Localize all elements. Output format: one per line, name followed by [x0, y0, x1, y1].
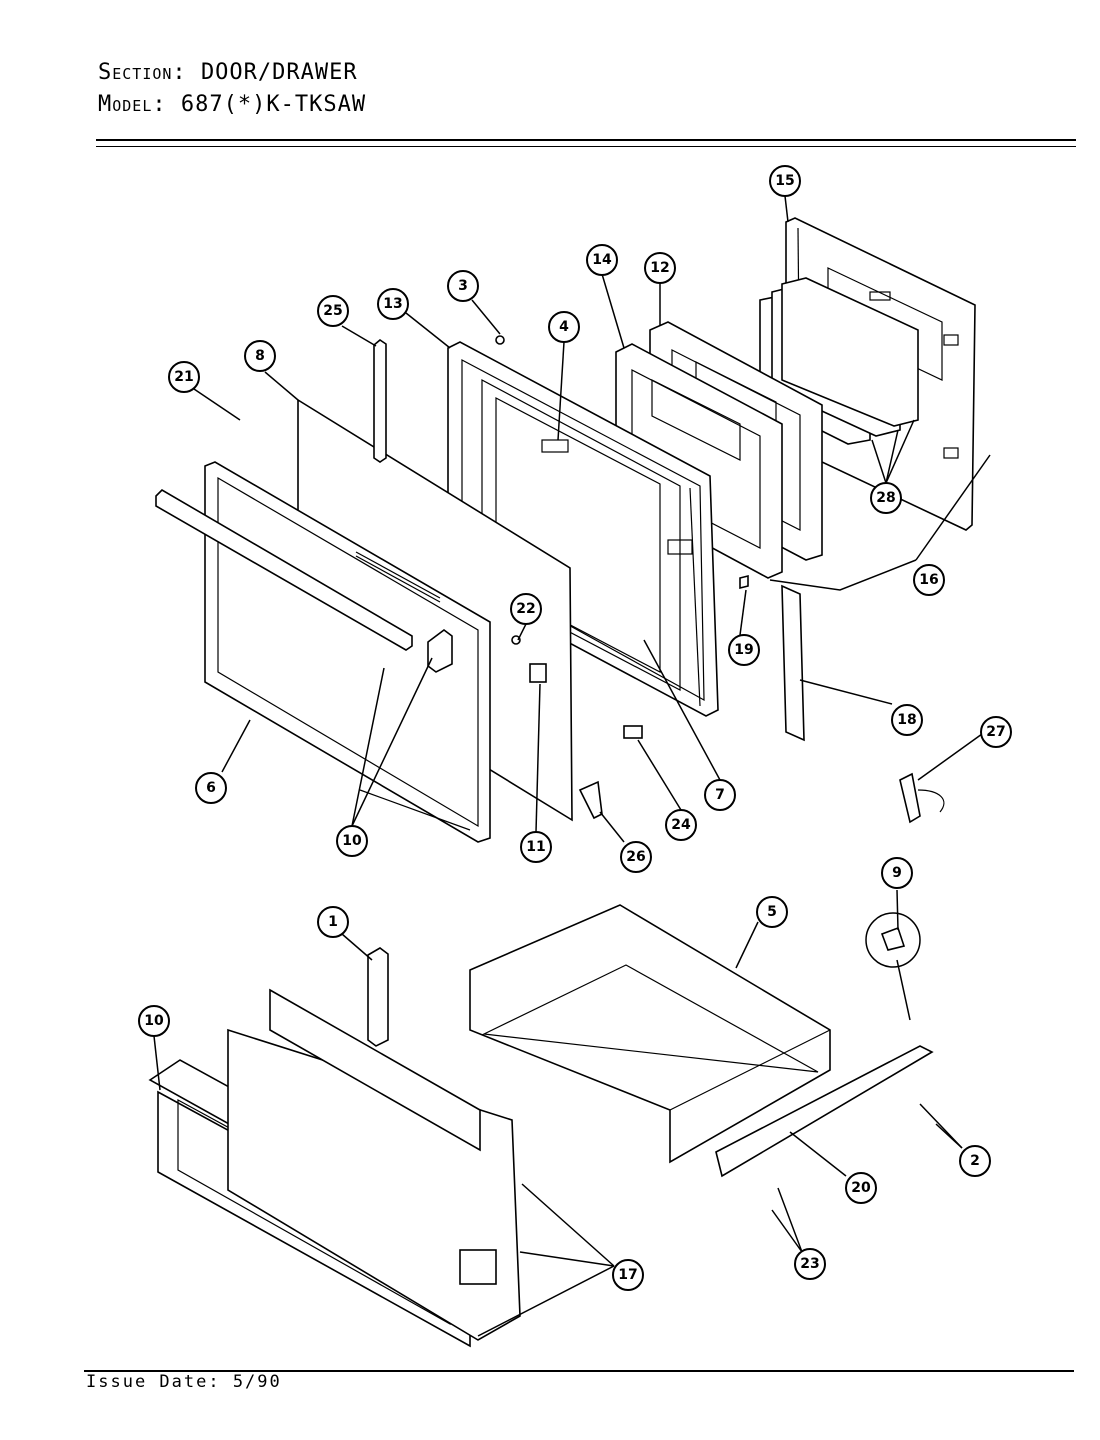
callout-26: 26 [620, 841, 652, 873]
part-9-detail [865, 912, 921, 968]
svg-text:20: 20 [851, 1180, 871, 1196]
callout-9: 9 [881, 857, 913, 889]
callout-3: 3 [447, 270, 479, 302]
callout-11: 11 [520, 831, 552, 863]
svg-text:10: 10 [144, 1013, 164, 1029]
part-drawer-front [148, 947, 521, 1348]
part-25-side-trim [373, 339, 387, 463]
callout-8: 8 [244, 340, 276, 372]
callout-13: 13 [377, 288, 409, 320]
footer-rule [84, 1370, 1074, 1372]
svg-text:5: 5 [767, 904, 777, 920]
part-28-glass-panes [759, 277, 919, 445]
svg-text:4: 4 [559, 319, 569, 335]
callout-4: 4 [548, 311, 580, 343]
callout-10-drawer: 10 [138, 1005, 170, 1037]
svg-text:21: 21 [174, 369, 193, 385]
svg-text:24: 24 [671, 817, 691, 833]
callout-25: 25 [317, 295, 349, 327]
callout-19: 19 [728, 634, 760, 666]
header-rule-thin [96, 146, 1076, 147]
svg-text:7: 7 [715, 787, 725, 803]
section-label: Section: [98, 60, 187, 85]
small-parts [495, 335, 749, 820]
callout-14: 14 [586, 244, 618, 276]
callout-12: 12 [644, 252, 676, 284]
leader-lines [153, 195, 991, 1337]
callout-24: 24 [665, 809, 697, 841]
svg-text:18: 18 [897, 712, 916, 728]
callout-1: 1 [317, 906, 349, 938]
model-value: 687(*)K-TKSAW [180, 92, 367, 117]
svg-text:28: 28 [876, 490, 895, 506]
svg-text:25: 25 [323, 303, 342, 319]
model-label: Model: [98, 92, 167, 117]
svg-text:23: 23 [800, 1256, 819, 1272]
part-20-drawer-slide [715, 1045, 934, 1178]
model-line: Model: 687(*)K-TKSAW [98, 92, 366, 117]
part-27-latch [899, 772, 945, 824]
svg-text:27: 27 [986, 724, 1005, 740]
callout-15: 15 [769, 165, 801, 197]
callout-2: 2 [959, 1145, 991, 1177]
svg-text:9: 9 [892, 865, 902, 881]
callout-27: 27 [980, 716, 1012, 748]
callout-5: 5 [756, 896, 788, 928]
section-value: DOOR/DRAWER [200, 60, 358, 85]
svg-text:11: 11 [526, 839, 545, 855]
svg-text:13: 13 [383, 296, 402, 312]
svg-text:22: 22 [516, 601, 535, 617]
callout-21: 21 [168, 361, 200, 393]
callout-28: 28 [870, 482, 902, 514]
svg-text:15: 15 [775, 173, 794, 189]
svg-text:17: 17 [618, 1267, 637, 1283]
svg-text:8: 8 [255, 348, 265, 364]
header-rule [96, 139, 1076, 141]
callout-18: 18 [891, 704, 923, 736]
callout-7: 7 [704, 779, 736, 811]
callout-22: 22 [510, 593, 542, 625]
issue-date: Issue Date: 5/90 [86, 1372, 282, 1392]
callout-16: 16 [913, 564, 945, 596]
svg-text:10: 10 [342, 833, 362, 849]
callout-6: 6 [195, 772, 227, 804]
svg-text:26: 26 [626, 849, 645, 865]
part-5-drawer-pan [469, 904, 831, 1164]
svg-text:19: 19 [734, 642, 753, 658]
svg-text:14: 14 [592, 252, 612, 268]
svg-text:2: 2 [970, 1153, 980, 1169]
callout-20: 20 [845, 1172, 877, 1204]
callout-10: 10 [336, 825, 368, 857]
part-door-handle [155, 488, 413, 651]
part-18-hinge-bracket [781, 584, 805, 742]
svg-text:3: 3 [458, 278, 468, 294]
callout-17: 17 [612, 1259, 644, 1291]
svg-text:12: 12 [650, 260, 669, 276]
callout-23: 23 [794, 1248, 826, 1280]
svg-text:16: 16 [919, 572, 938, 588]
section-line: Section: DOOR/DRAWER [98, 60, 358, 85]
svg-text:1: 1 [328, 914, 338, 930]
svg-text:6: 6 [206, 780, 216, 796]
